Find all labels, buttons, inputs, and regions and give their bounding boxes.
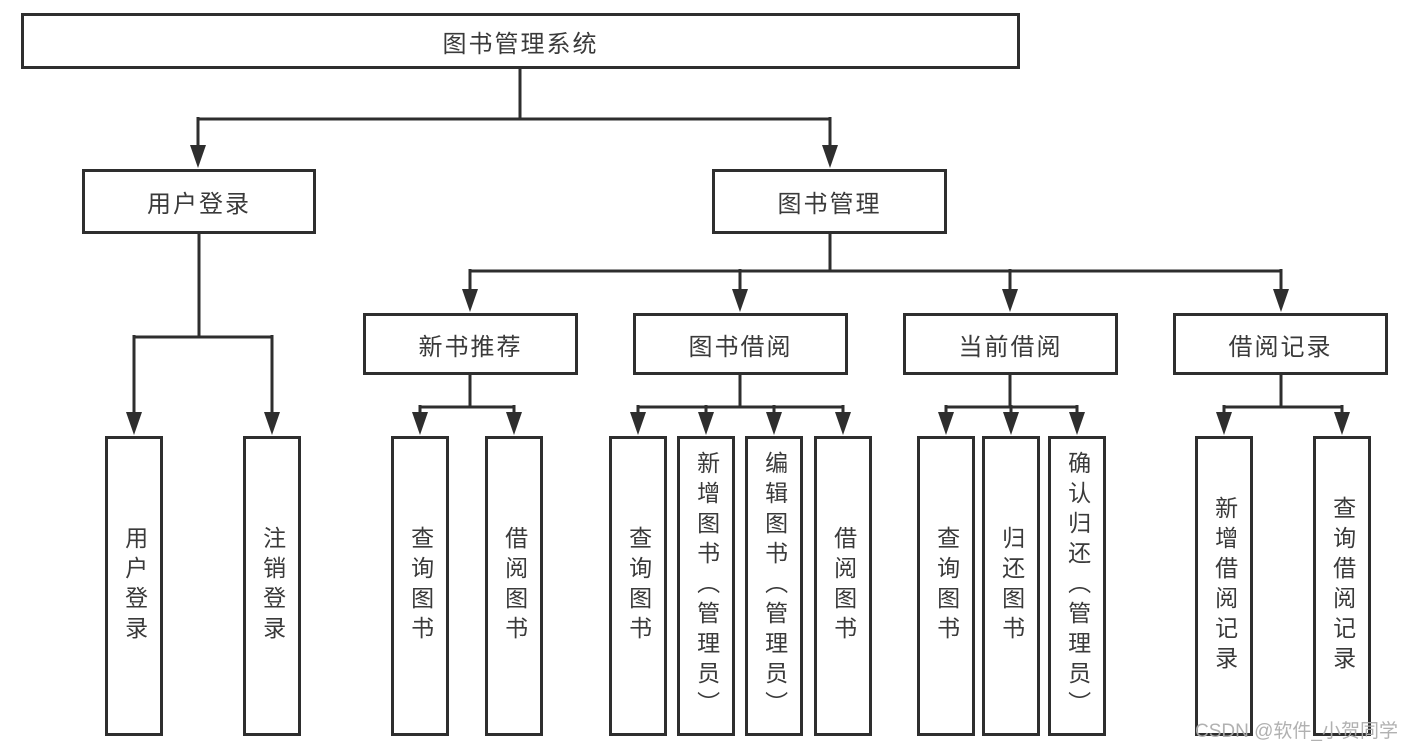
node-borrow-books-b-label: 借阅图书 xyxy=(830,526,857,646)
node-login-label: 用户登录 xyxy=(121,526,148,646)
connector-current-borrow xyxy=(944,375,1079,414)
node-book-mgmt-label: 图书管理 xyxy=(777,191,882,218)
arrow-to-add-books xyxy=(698,412,714,435)
arrow-to-confirm-return xyxy=(1069,412,1085,435)
node-query-borrow-record: 查询借阅记录 xyxy=(1313,436,1371,736)
arrow-to-current-borrow xyxy=(1002,289,1018,312)
node-add-borrow-record-label: 新增借阅记录 xyxy=(1211,496,1238,676)
node-borrow-books-a: 借阅图书 xyxy=(485,436,543,736)
arrow-to-query-record xyxy=(1334,412,1350,435)
node-borrow-records-label: 借阅记录 xyxy=(1228,333,1333,361)
node-edit-books-label: 编辑图书（管理员） xyxy=(761,451,788,721)
node-root-label: 图书管理系统 xyxy=(442,30,599,58)
arrow-to-query-books-a xyxy=(412,412,428,435)
node-return-books-label: 归还图书 xyxy=(998,526,1025,646)
node-query-books-c: 查询图书 xyxy=(917,436,975,736)
arrow-to-user-login xyxy=(190,145,206,168)
node-book-borrow: 图书借阅 xyxy=(633,313,848,375)
node-add-borrow-record: 新增借阅记录 xyxy=(1195,436,1253,736)
node-add-books: 新增图书（管理员） xyxy=(677,436,735,736)
node-user-login-branch-label: 用户登录 xyxy=(147,191,251,218)
arrow-to-logout xyxy=(264,412,280,435)
node-new-books-label: 新书推荐 xyxy=(418,333,523,361)
arrow-to-new-books xyxy=(462,289,478,312)
node-borrow-books-a-label: 借阅图书 xyxy=(501,526,528,646)
node-query-books-c-label: 查询图书 xyxy=(933,526,960,646)
node-root: 图书管理系统 xyxy=(21,13,1020,69)
node-borrow-records: 借阅记录 xyxy=(1173,313,1388,375)
arrow-to-query-books-c xyxy=(938,412,954,435)
node-query-books-a: 查询图书 xyxy=(391,436,449,736)
csdn-watermark: CSDN @软件_小贺同学 xyxy=(1195,721,1398,742)
arrow-to-book-mgmt xyxy=(822,145,838,168)
node-edit-books: 编辑图书（管理员） xyxy=(745,436,803,736)
arrow-to-borrow-records xyxy=(1273,289,1289,312)
node-logout-label: 注销登录 xyxy=(259,526,286,646)
node-logout: 注销登录 xyxy=(243,436,301,736)
node-current-borrow-label: 当前借阅 xyxy=(958,333,1063,361)
arrow-to-edit-books xyxy=(766,412,782,435)
node-return-books: 归还图书 xyxy=(982,436,1040,736)
node-new-books: 新书推荐 xyxy=(363,313,578,375)
connector-book-borrow xyxy=(636,375,845,414)
connector-borrow-records xyxy=(1222,375,1344,414)
arrow-to-login xyxy=(126,412,142,435)
node-add-books-label: 新增图书（管理员） xyxy=(693,451,720,721)
arrow-to-query-books-b xyxy=(630,412,646,435)
node-current-borrow: 当前借阅 xyxy=(903,313,1118,375)
node-login: 用户登录 xyxy=(105,436,163,736)
node-borrow-books-b: 借阅图书 xyxy=(814,436,872,736)
arrow-to-book-borrow xyxy=(732,289,748,312)
connector-new-books xyxy=(418,375,516,414)
node-book-mgmt: 图书管理 xyxy=(712,169,947,234)
arrow-to-borrow-books-b xyxy=(835,412,851,435)
node-user-login-branch: 用户登录 xyxy=(82,169,316,234)
node-book-borrow-label: 图书借阅 xyxy=(688,333,793,361)
arrow-to-add-record xyxy=(1216,412,1232,435)
node-query-books-a-label: 查询图书 xyxy=(407,526,434,646)
connector-book-mgmt xyxy=(468,234,1283,292)
arrow-to-return-books xyxy=(1003,412,1019,435)
node-query-books-b-label: 查询图书 xyxy=(625,526,652,646)
node-query-books-b: 查询图书 xyxy=(609,436,667,736)
connector-root xyxy=(196,69,832,147)
node-confirm-return-label: 确认归还（管理员） xyxy=(1064,451,1091,721)
node-confirm-return: 确认归还（管理员） xyxy=(1048,436,1106,736)
node-query-borrow-record-label: 查询借阅记录 xyxy=(1329,496,1356,676)
connector-user-login xyxy=(132,234,274,414)
arrow-to-borrow-books-a xyxy=(506,412,522,435)
